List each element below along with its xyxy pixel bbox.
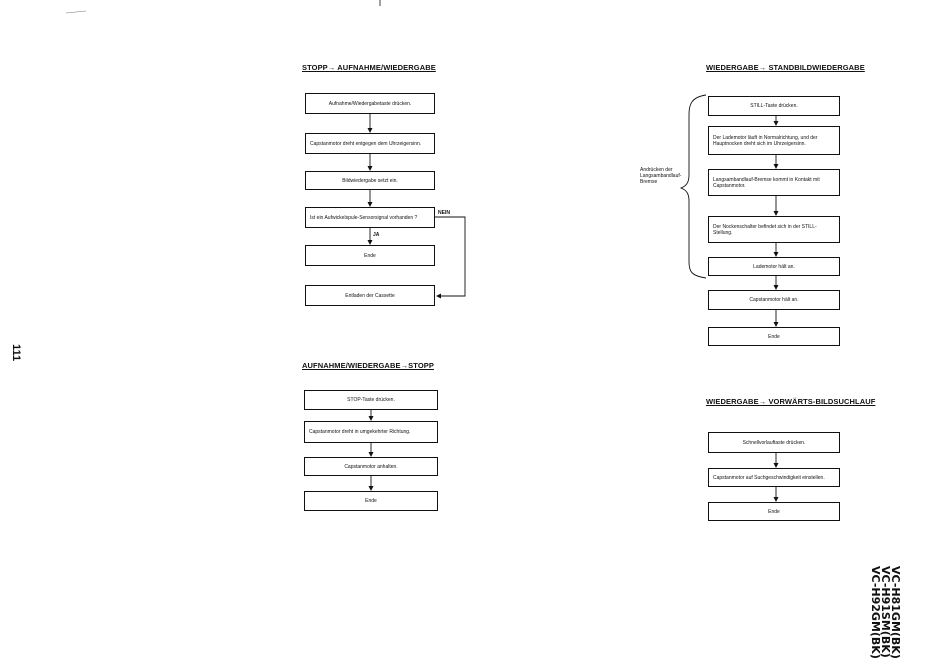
model-line: VC-H92GM(BK)	[869, 566, 882, 659]
flow-decision: Ist ein Aufwickelspule-Sensorsignal vorh…	[305, 207, 435, 228]
flow-step: Lademotor hält an.	[708, 257, 840, 276]
section-title-play-to-still: WIEDERGABE→ STANDBILDWIEDERGABE	[706, 63, 865, 72]
flow-step: STILL-Taste drücken.	[708, 96, 840, 116]
flow-step: Der Nockenschalter befindet sich in der …	[708, 216, 840, 243]
flow-step-end: Ende	[304, 491, 438, 511]
brace	[679, 94, 707, 279]
flow-step: Langsambandlauf-Bremse kommt in Kontakt …	[708, 169, 840, 196]
flow-step: STOP-Taste drücken.	[304, 390, 438, 410]
flow-step: Capstanmotor hält an.	[708, 290, 840, 310]
flow-step: Aufnahme/Wiedergabetaste drücken.	[305, 93, 435, 114]
flow-step: Bildwiedergabe setzt ein.	[305, 171, 435, 190]
flow-step: Capstanmotor dreht in umgekehrter Richtu…	[304, 421, 438, 443]
section-title-record-to-stop: AUFNAHME/WIEDERGABE→STOPP	[302, 361, 434, 370]
model-label: VC-H81GM(BK) VC-H91SM(BK) VC-H92GM(BK)	[869, 566, 902, 659]
flow-step: Capstanmotor dreht entgegen dem Uhrzeige…	[305, 133, 435, 154]
section-title-stop-to-record: STOPP→ AUFNAHME/WIEDERGABE	[302, 63, 436, 72]
flow-step: Entladen der Cassette	[305, 285, 435, 306]
page-number: 111	[10, 344, 22, 362]
flow-step-end: Ende	[305, 245, 435, 266]
flow-step-end: Ende	[708, 502, 840, 521]
flow-step: Capstanmotor auf Suchgeschwindigkeit ein…	[708, 468, 840, 487]
flow-step: Der Lademotor läuft in Normalrichtung, u…	[708, 126, 840, 155]
section-title-play-to-search: WIEDERGABE→ VORWÄRTS-BILDSUCHLAUF	[706, 397, 876, 406]
flow-step: Schnellvorlauftaste drücken.	[708, 432, 840, 453]
decision-yes-label: JA	[373, 232, 380, 238]
brace-label: Andrücken der Langsambandlauf-Bremse	[640, 167, 682, 185]
flow-step: Capstanmotor anhalten.	[304, 457, 438, 476]
flow-step-end: Ende	[708, 327, 840, 346]
arrow-s1-no	[434, 216, 466, 299]
decision-no-label: NEIN	[438, 210, 450, 216]
